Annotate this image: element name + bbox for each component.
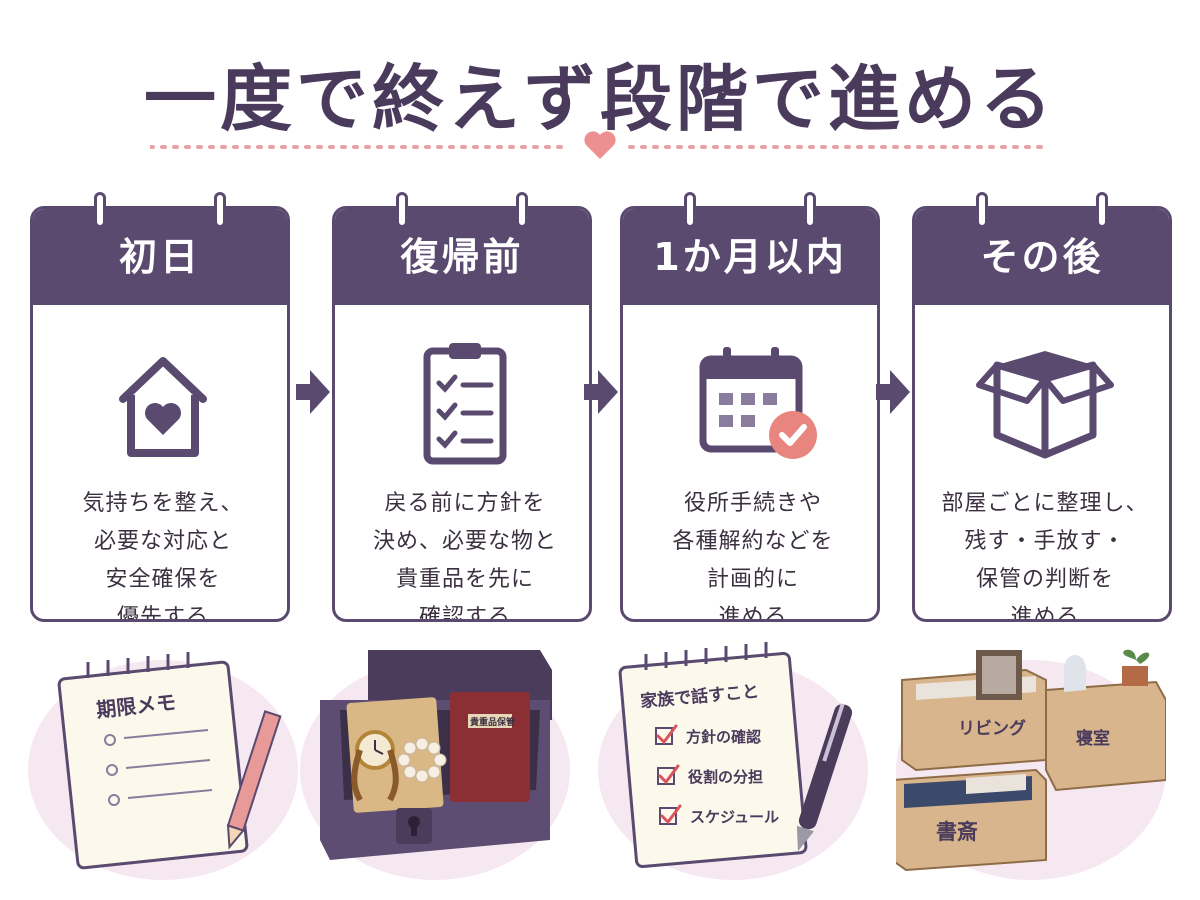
arrow-right-icon — [296, 370, 330, 414]
notes-item: 役割の分担 — [688, 768, 764, 786]
house-heart-icon — [119, 357, 207, 457]
calendar-ring — [516, 192, 528, 228]
step-card-body: その後 部屋ごとに整理し、 残す・手放す・ 保管の判断を 進める — [912, 206, 1172, 622]
step-card-before-return: 復帰前 戻る前に方針を 決め、必要な物と 貴重品を先に 確認する — [332, 192, 592, 622]
calendar-check-icon — [699, 347, 817, 459]
step-description: 戻る前に方針を 決め、必要な物と 貴重品を先に 確認する — [372, 491, 557, 622]
boxes-icon — [896, 649, 1166, 872]
family-notes-illustration: 家族で話すこと 方針の確認 役割の分担 スケジュール — [598, 640, 868, 880]
heart-icon — [584, 131, 616, 159]
step-card-within-month: 1か月以内 役所手続きや 各種解約などを 計画的に 進める — [620, 192, 880, 622]
box-label-bedroom: 寝室 — [1076, 729, 1110, 749]
arrow-right-icon — [876, 370, 910, 414]
calendar-ring — [1096, 192, 1108, 228]
step-description: 役所手続きや 各種解約などを 計画的に 進める — [672, 491, 834, 622]
notes-item: スケジュール — [690, 808, 779, 826]
safe-box-icon — [320, 650, 552, 860]
box-label-study: 書斎 — [936, 820, 978, 844]
safe-box-illustration: 貴重品保管 — [300, 640, 570, 880]
memo-pad-icon — [57, 652, 282, 870]
calendar-ring — [976, 192, 988, 228]
clipboard-checklist-icon — [423, 343, 507, 465]
step-description: 気持ちを整え、 必要な対応と 安全確保を 優先する — [82, 491, 244, 622]
pencil-icon — [226, 710, 282, 850]
step-card-first-day: 初日 気持ちを整え、 必要な対応と 安全確保を 優先する — [30, 192, 290, 622]
calendar-ring — [684, 192, 696, 228]
calendar-ring — [214, 192, 226, 228]
step-title: 初日 — [33, 209, 287, 305]
step-title: その後 — [915, 209, 1169, 305]
book-label: 貴重品保管 — [470, 718, 516, 728]
notes-item: 方針の確認 — [686, 728, 762, 746]
step-card-afterwards: その後 部屋ごとに整理し、 残す・手放す・ 保管の判断を 進める — [912, 192, 1172, 622]
storage-boxes-illustration: リビング 寝室 書斎 — [896, 640, 1166, 880]
box-label-living: リビング — [958, 719, 1026, 739]
pen-icon — [796, 703, 853, 852]
calendar-ring — [804, 192, 816, 228]
step-title: 復帰前 — [335, 209, 589, 305]
step-card-body: 初日 気持ちを整え、 必要な対応と 安全確保を 優先する — [30, 206, 290, 622]
deadline-memo-illustration: 期限メモ — [28, 640, 298, 880]
step-description: 部屋ごとに整理し、 残す・手放す・ 保管の判断を 進める — [941, 491, 1149, 622]
calendar-ring — [94, 192, 106, 228]
open-box-icon — [976, 351, 1114, 459]
step-card-body: 復帰前 戻る前に方針を 決め、必要な物と 貴重品を先に 確認する — [332, 206, 592, 622]
page-title: 一度で終えず段階で進める — [143, 57, 1056, 141]
step-title: 1か月以内 — [623, 209, 877, 305]
notepad-icon — [618, 642, 853, 869]
arrow-right-icon — [584, 370, 618, 414]
heart-divider — [150, 131, 1050, 159]
calendar-ring — [396, 192, 408, 228]
step-card-body: 1か月以内 役所手続きや 各種解約などを 計画的に 進める — [620, 206, 880, 622]
